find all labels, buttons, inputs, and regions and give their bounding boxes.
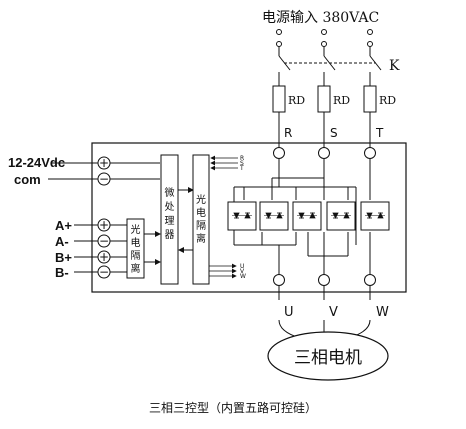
svg-text:电: 电 — [131, 236, 141, 249]
svg-text:光: 光 — [131, 223, 141, 236]
diagram-caption: 三相三控型（内置五路可控硅） — [149, 400, 317, 415]
motor-label: 三相电机 — [294, 348, 362, 368]
fuses — [272, 85, 377, 113]
phase-r-label: R — [284, 126, 292, 140]
supply-voltage-label: 12-24Vdc — [8, 155, 65, 170]
output-v-label: V — [329, 305, 338, 320]
svg-text:光: 光 — [196, 193, 206, 206]
scr-5 — [360, 201, 390, 231]
scr-2 — [259, 201, 289, 231]
input-terminals — [276, 29, 373, 47]
optocoupler-right-text: 光 电 隔 离 — [196, 193, 206, 245]
signal-a-plus-symbol: + — [99, 218, 109, 232]
signal-b-plus-label: B+ — [55, 250, 72, 265]
signal-b-minus-label: B- — [55, 265, 69, 280]
microprocessor-text: 微 处 理 器 — [165, 186, 175, 241]
svg-text:离: 离 — [196, 232, 206, 245]
scr-1 — [227, 201, 257, 231]
module-output-terminals — [273, 274, 376, 286]
svg-text:微: 微 — [165, 186, 175, 199]
drive-u-label: U — [240, 263, 244, 270]
controller-module — [91, 142, 407, 293]
microprocessor — [160, 154, 179, 285]
svg-text:隔: 隔 — [131, 250, 141, 262]
sync-r-label: R — [240, 155, 244, 162]
signal-a-minus-label: A- — [55, 234, 69, 249]
sync-t-label: T — [239, 165, 244, 172]
svg-text:电: 电 — [196, 206, 206, 219]
switch-k-label: K — [389, 58, 400, 74]
terminal-plus-symbol: + — [99, 156, 109, 170]
scr-4 — [326, 201, 356, 231]
fuse-2-label: RD — [333, 94, 350, 107]
module-input-terminals — [273, 147, 376, 159]
terminal-minus-symbol: − — [99, 172, 109, 186]
sync-s-label: S — [240, 160, 244, 167]
optocoupler-left — [126, 218, 145, 279]
power-input-label: 电源输入 380VAC — [262, 10, 379, 26]
scr-modules — [227, 201, 390, 231]
switch-k — [278, 47, 382, 86]
optocoupler-right — [192, 154, 210, 285]
control-terminals: + − — [97, 156, 160, 186]
optocoupler-left-text: 光 电 隔 离 — [131, 223, 141, 275]
signal-a-minus-symbol: − — [99, 234, 109, 248]
motor — [267, 331, 389, 381]
output-w-label: W — [376, 305, 389, 320]
svg-text:处: 处 — [165, 201, 175, 213]
fuse-3-label: RD — [379, 94, 396, 107]
svg-text:理: 理 — [165, 215, 175, 227]
signal-a-plus-label: A+ — [55, 218, 72, 233]
svg-text:隔: 隔 — [196, 220, 206, 232]
scr-3 — [292, 201, 322, 231]
signal-b-minus-symbol: − — [99, 265, 109, 279]
signal-b-plus-symbol: + — [99, 250, 109, 264]
svg-text:离: 离 — [131, 262, 141, 275]
signal-terminals — [74, 218, 127, 279]
scr-glyphs — [232, 212, 385, 219]
drive-w-label: W — [240, 273, 246, 280]
input-leads — [278, 112, 371, 147]
fuse-1-label: RD — [288, 94, 305, 107]
com-label: com — [14, 172, 41, 187]
drive-v-label: V — [240, 268, 245, 275]
phase-t-label: T — [375, 126, 384, 140]
output-u-label: U — [284, 305, 294, 320]
svg-text:器: 器 — [165, 229, 175, 241]
phase-s-label: S — [330, 126, 338, 140]
